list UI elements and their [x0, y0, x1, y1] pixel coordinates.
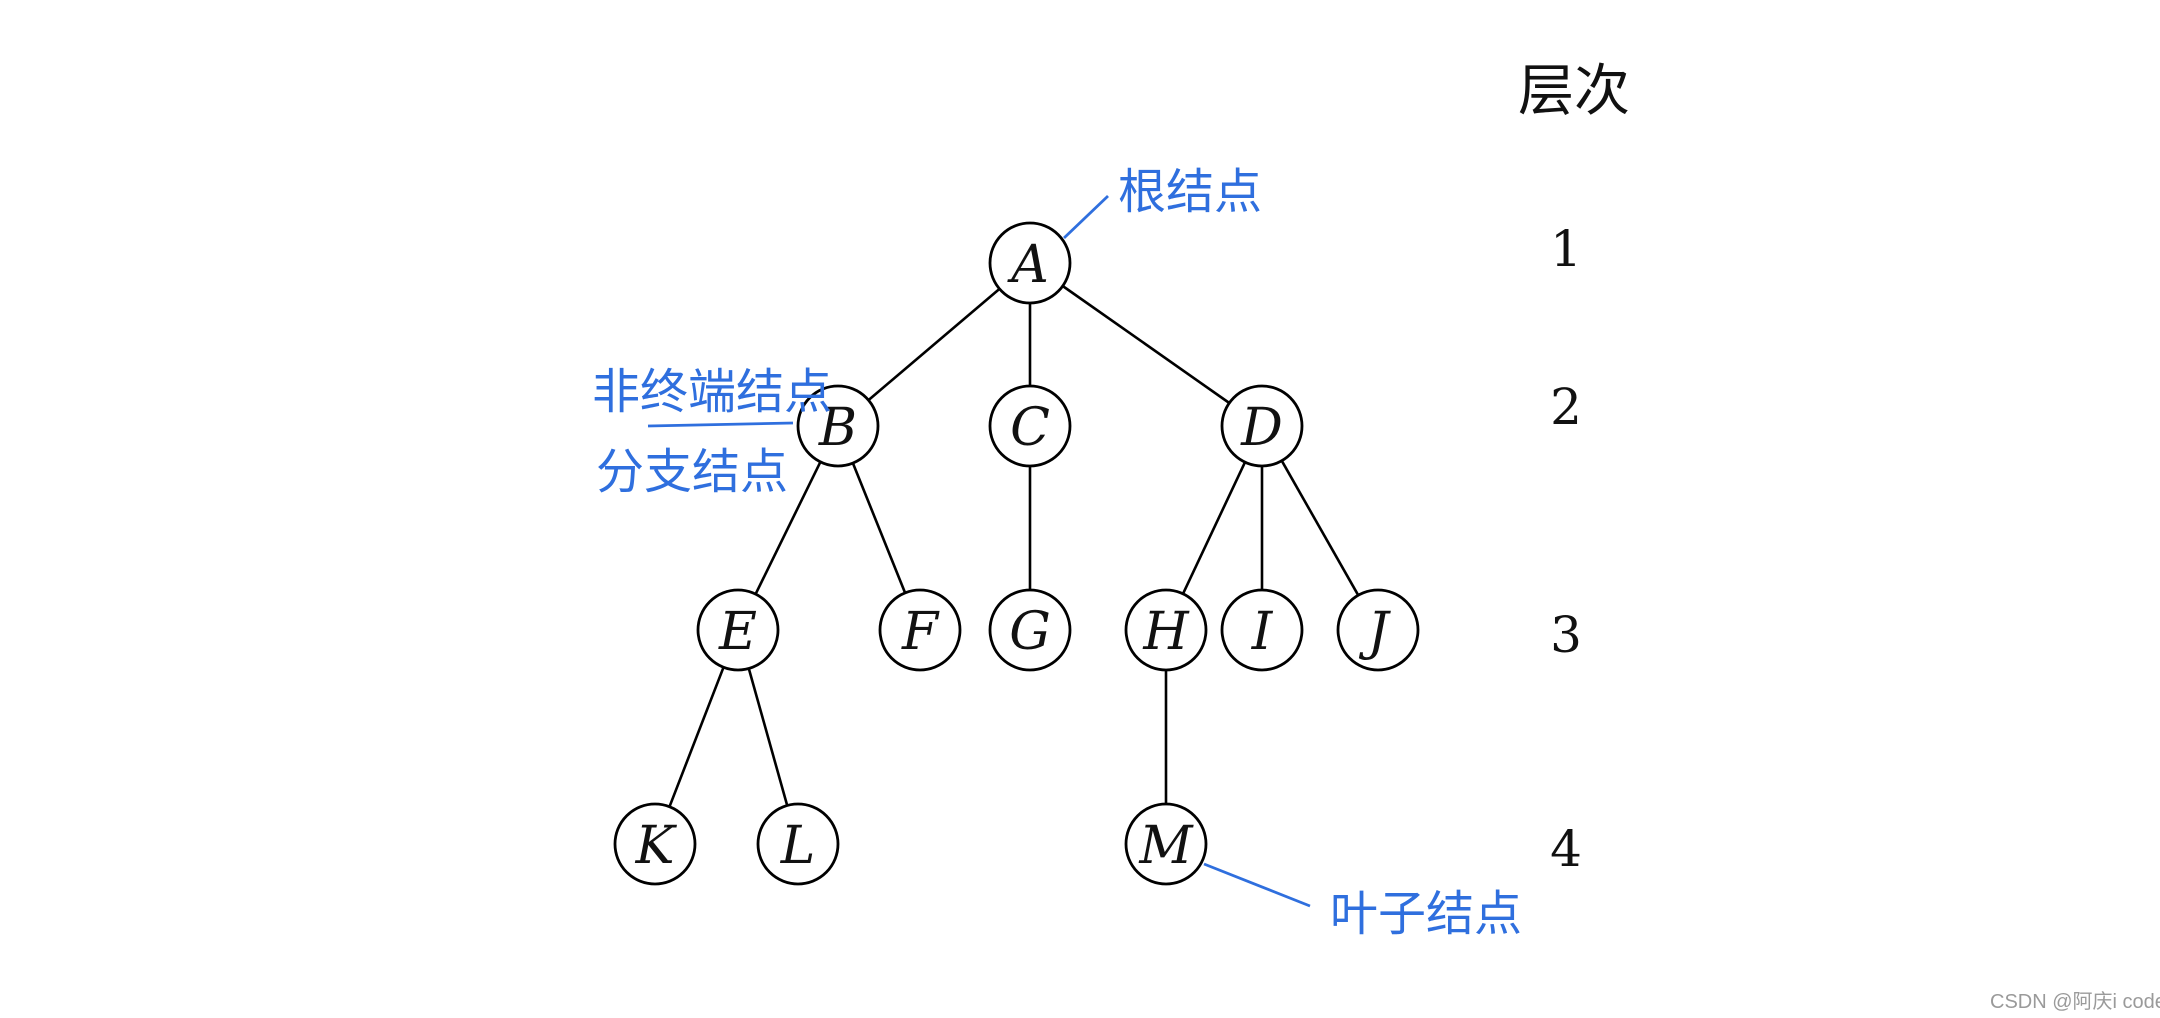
- node-e: E: [696, 588, 780, 672]
- root-annotation: 根结点: [1118, 164, 1262, 220]
- leaf-annotation: 叶子结点: [1330, 886, 1522, 942]
- level-3: 3: [1550, 606, 1582, 664]
- node-label: B: [818, 398, 857, 458]
- node-f: F: [878, 588, 962, 672]
- edge-d-j: [1280, 460, 1360, 596]
- edge-a-b: [867, 287, 1001, 402]
- node-label: C: [1010, 398, 1050, 458]
- node-circle: [613, 802, 697, 886]
- node-circle: [796, 384, 880, 468]
- root-annotation-line: [1063, 194, 1109, 240]
- node-circle: [1124, 588, 1208, 672]
- node-d: D: [1220, 384, 1304, 468]
- node-label: E: [718, 602, 757, 662]
- node-j: J: [1336, 588, 1420, 672]
- node-label: A: [1007, 235, 1049, 295]
- node-label: M: [1138, 816, 1194, 876]
- level-1: 1: [1550, 220, 1582, 278]
- level-4: 4: [1550, 820, 1582, 878]
- node-m: M: [1124, 802, 1208, 886]
- edge-d-h: [1181, 461, 1247, 595]
- leaf-annotation-line: [1203, 862, 1311, 908]
- node-circle: [1124, 802, 1208, 886]
- edge-b-f: [851, 462, 907, 594]
- node-circle: [696, 588, 780, 672]
- edge-b-e: [754, 461, 822, 595]
- edge-e-k: [668, 666, 725, 808]
- node-b: B: [796, 384, 880, 468]
- node-circle: [1336, 588, 1420, 672]
- level-header: 层次: [1518, 59, 1630, 124]
- node-i: I: [1220, 588, 1304, 672]
- node-circle: [878, 588, 962, 672]
- node-circle: [756, 802, 840, 886]
- node-c: C: [988, 384, 1072, 468]
- node-label: D: [1240, 398, 1283, 458]
- node-circle: [988, 588, 1072, 672]
- nonterminal-annotation: 非终端结点: [592, 364, 832, 420]
- node-label: I: [1251, 602, 1274, 662]
- level-2: 2: [1550, 378, 1582, 436]
- node-circle: [1220, 384, 1304, 468]
- node-a: A: [988, 221, 1072, 305]
- node-circle: [988, 221, 1072, 305]
- node-h: H: [1124, 588, 1208, 672]
- watermark: CSDN @阿庆i code: [1990, 990, 2160, 1013]
- tree-nodes: A B C D E F G H I J K L M: [613, 221, 1420, 886]
- node-circle: [988, 384, 1072, 468]
- node-label: K: [635, 816, 678, 876]
- nonterminal-annotation-line: [647, 421, 794, 428]
- node-label: F: [901, 602, 940, 662]
- node-circle: [1220, 588, 1304, 672]
- node-label: G: [1009, 602, 1051, 662]
- node-g: G: [988, 588, 1072, 672]
- branch-annotation: 分支结点: [596, 444, 788, 500]
- edge-e-l: [747, 668, 789, 806]
- node-k: K: [613, 802, 697, 886]
- node-label: L: [780, 816, 816, 876]
- node-label: H: [1142, 602, 1190, 662]
- node-l: L: [756, 802, 840, 886]
- tree-edges: [668, 284, 1360, 808]
- edge-a-d: [1061, 284, 1231, 405]
